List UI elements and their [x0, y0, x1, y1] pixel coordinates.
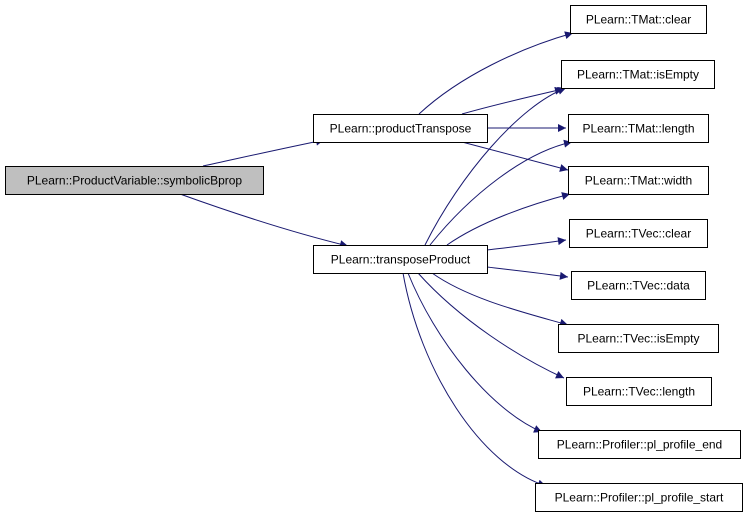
- edge-transposeProduct-to-tvec_length: [417, 272, 565, 379]
- node-label: PLearn::TMat::clear: [586, 13, 691, 27]
- node-label: PLearn::productTranspose: [330, 122, 472, 136]
- node-symbolicBprop[interactable]: PLearn::ProductVariable::symbolicBprop: [5, 166, 264, 195]
- node-tmat_length[interactable]: PLearn::TMat::length: [568, 114, 709, 143]
- node-tvec_length[interactable]: PLearn::TVec::length: [566, 377, 712, 406]
- node-label: PLearn::transposeProduct: [331, 253, 471, 267]
- node-label: PLearn::TMat::isEmpty: [577, 68, 699, 82]
- node-box[interactable]: [313, 245, 488, 274]
- node-box[interactable]: [5, 166, 264, 195]
- node-label: PLearn::TMat::width: [585, 174, 692, 188]
- node-box[interactable]: [570, 5, 707, 34]
- node-box[interactable]: [569, 219, 708, 248]
- edge-productTranspose-to-tmat_isEmpty: [461, 86, 564, 115]
- node-label: PLearn::TVec::isEmpty: [577, 332, 699, 346]
- node-profile_end[interactable]: PLearn::Profiler::pl_profile_end: [538, 430, 741, 459]
- node-tmat_isEmpty[interactable]: PLearn::TMat::isEmpty: [561, 60, 715, 89]
- node-label: PLearn::TMat::length: [582, 122, 694, 136]
- node-transposeProduct[interactable]: PLearn::transposeProduct: [313, 245, 488, 274]
- node-box[interactable]: [568, 166, 709, 195]
- node-box[interactable]: [568, 114, 709, 143]
- edge-transposeProduct-to-tmat_width: [446, 192, 571, 246]
- node-box[interactable]: [558, 324, 719, 353]
- node-tmat_clear[interactable]: PLearn::TMat::clear: [570, 5, 707, 34]
- edges-layer: [179, 31, 574, 488]
- node-box[interactable]: [561, 60, 715, 89]
- node-productTranspose[interactable]: PLearn::productTranspose: [313, 114, 488, 143]
- edge-symbolicBprop-to-transposeProduct: [179, 193, 349, 249]
- node-label: PLearn::Profiler::pl_profile_start: [555, 491, 724, 505]
- node-tvec_clear[interactable]: PLearn::TVec::clear: [569, 219, 708, 248]
- node-box[interactable]: [571, 271, 706, 300]
- node-label: PLearn::ProductVariable::symbolicBprop: [27, 174, 243, 188]
- edge-transposeProduct-to-tvec_clear: [486, 237, 567, 251]
- node-label: PLearn::Profiler::pl_profile_end: [557, 438, 722, 452]
- node-tvec_isEmpty[interactable]: PLearn::TVec::isEmpty: [558, 324, 719, 353]
- node-label: PLearn::TVec::length: [583, 385, 695, 399]
- node-profile_start[interactable]: PLearn::Profiler::pl_profile_start: [535, 483, 743, 512]
- nodes-layer: PLearn::ProductVariable::symbolicBpropPL…: [5, 5, 743, 512]
- node-box[interactable]: [535, 483, 743, 512]
- node-box[interactable]: [538, 430, 741, 459]
- edge-transposeProduct-to-tvec_isEmpty: [431, 272, 569, 327]
- node-label: PLearn::TVec::clear: [586, 227, 691, 241]
- edge-transposeProduct-to-tmat_isEmpty: [424, 87, 567, 246]
- edge-productTranspose-to-tmat_clear: [418, 31, 574, 115]
- node-tvec_data[interactable]: PLearn::TVec::data: [571, 271, 706, 300]
- node-label: PLearn::TVec::data: [587, 279, 690, 293]
- edge-transposeProduct-to-tvec_data: [486, 266, 569, 280]
- edge-symbolicBprop-to-productTranspose: [202, 137, 325, 167]
- edge-transposeProduct-to-tmat_length: [429, 139, 573, 246]
- edge-transposeProduct-to-profile_start: [402, 272, 547, 488]
- node-box[interactable]: [313, 114, 488, 143]
- edge-transposeProduct-to-profile_end: [407, 272, 543, 433]
- node-tmat_width[interactable]: PLearn::TMat::width: [568, 166, 709, 195]
- node-box[interactable]: [566, 377, 712, 406]
- edge-productTranspose-to-tmat_width: [461, 141, 569, 172]
